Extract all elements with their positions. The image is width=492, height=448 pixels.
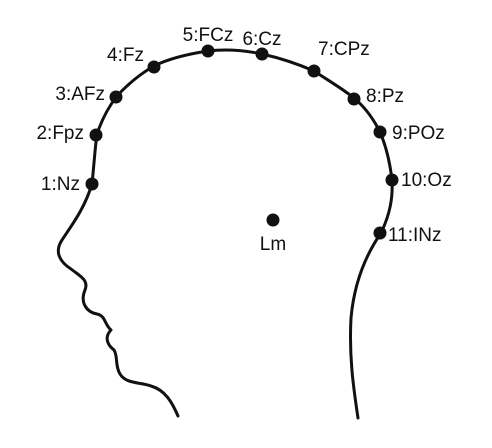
electrode-label-2: 2:Fpz (36, 123, 84, 144)
electrode-dot-1 (85, 177, 99, 191)
electrode-label-6: 6:Cz (242, 29, 281, 50)
electrode-dot-3 (109, 90, 123, 104)
landmark-dot (266, 213, 280, 227)
electrode-label-4: 4:Fz (107, 45, 144, 66)
electrode-dot-10 (385, 173, 399, 187)
electrode-label-3: 3:AFz (55, 84, 105, 105)
electrode-label-8: 8:Pz (366, 86, 404, 107)
electrode-dot-8 (347, 92, 361, 106)
landmark-label: Lm (260, 234, 286, 255)
electrode-dot-7 (307, 64, 321, 78)
electrode-dot-2 (89, 128, 103, 142)
electrode-label-9: 9:POz (392, 123, 445, 144)
electrode-dot-5 (201, 44, 215, 58)
electrode-dot-9 (373, 125, 387, 139)
electrode-dot-11 (373, 226, 387, 240)
electrode-label-1: 1:Nz (41, 174, 80, 195)
electrode-label-7: 7:CPz (318, 39, 370, 60)
electrode-label-11: 11:INz (388, 225, 442, 246)
electrode-label-5: 5:FCz (183, 25, 234, 46)
electrode-label-10: 10:Oz (401, 170, 452, 191)
electrode-dot-4 (147, 60, 161, 74)
head-outline (56, 48, 394, 420)
electrode-dot-6 (255, 47, 269, 61)
